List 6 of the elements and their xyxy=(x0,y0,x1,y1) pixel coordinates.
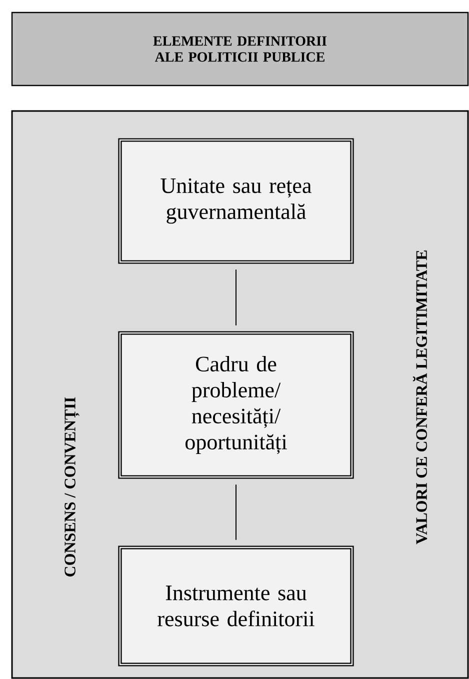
vertical-label: CONSENS / CONVENȚII xyxy=(64,397,80,576)
process-box: Unitate sau rețea guvernamentală xyxy=(118,138,354,264)
process-box: Instrumente sau resurse definitorii xyxy=(118,546,354,666)
vertical-label: VALORI CE CONFERĂ LEGITIMITATE xyxy=(412,250,428,544)
title-box: ELEMENTE DEFINITORII ALE POLITICII PUBLICE xyxy=(11,12,469,86)
process-box: Cadru de probleme/ necesități/ oportunități xyxy=(118,331,354,479)
